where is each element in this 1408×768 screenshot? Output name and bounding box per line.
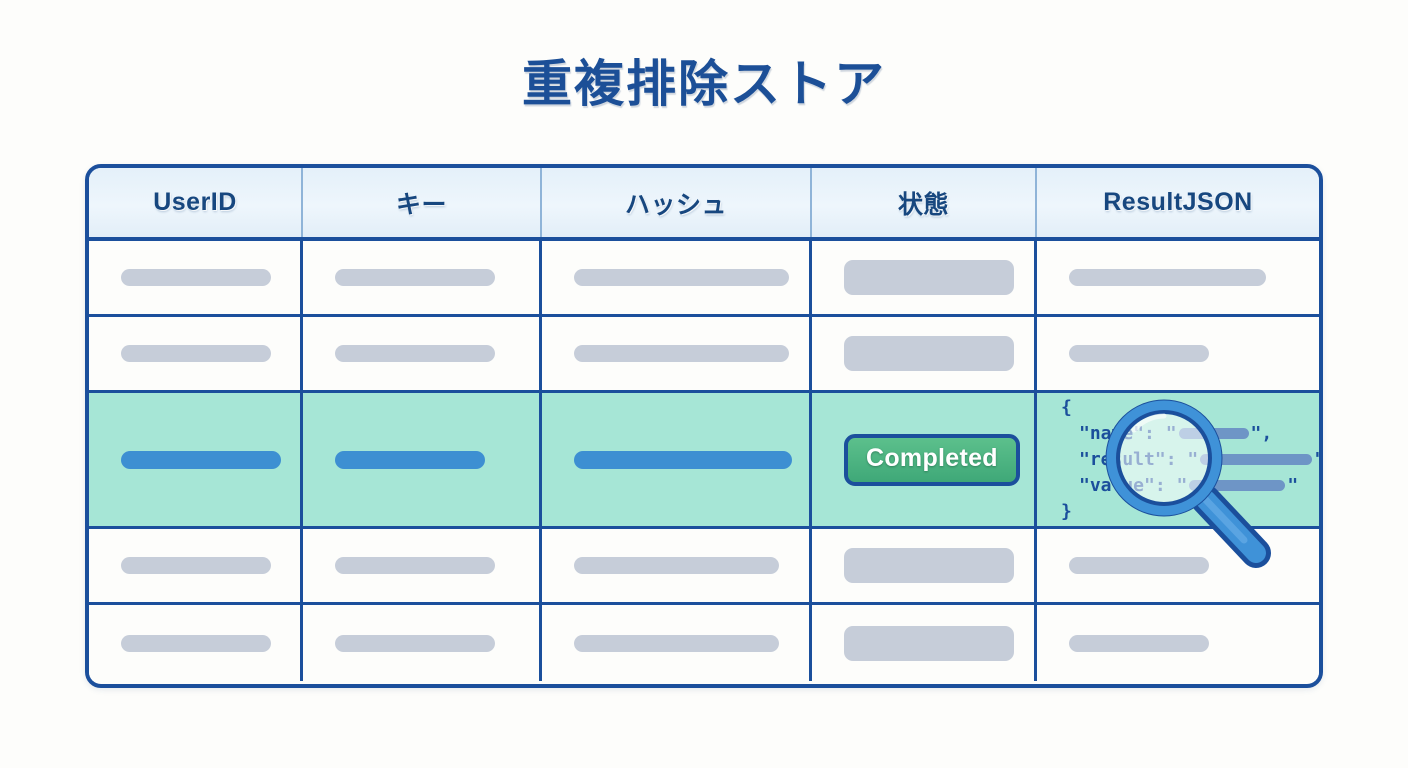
column-header-label: UserID bbox=[153, 188, 237, 216]
json-key-name: "name": " bbox=[1079, 422, 1177, 444]
placeholder-bar bbox=[121, 269, 271, 286]
cell-status bbox=[812, 241, 1037, 314]
json-line-name: "name": " ", bbox=[1061, 421, 1319, 447]
placeholder-bar bbox=[1069, 345, 1209, 362]
cell-result-json bbox=[1037, 529, 1319, 602]
placeholder-bar bbox=[1069, 557, 1209, 574]
json-key-result: "result": " bbox=[1079, 448, 1199, 470]
column-header-user-id[interactable]: UserID bbox=[89, 168, 303, 237]
active-bar bbox=[574, 450, 792, 469]
cell-result-json bbox=[1037, 317, 1319, 390]
column-header-label: キー bbox=[395, 190, 447, 219]
json-line-suffix: " bbox=[1287, 474, 1299, 496]
cell-result-json bbox=[1037, 241, 1319, 314]
table-row[interactable] bbox=[89, 241, 1319, 317]
placeholder-bar bbox=[335, 634, 495, 652]
placeholder-bar bbox=[121, 557, 271, 574]
placeholder-bar bbox=[574, 269, 789, 286]
page-title: 重複排除ストア bbox=[522, 56, 886, 112]
placeholder-badge bbox=[844, 625, 1014, 661]
table-row[interactable] bbox=[89, 317, 1319, 393]
cell-key bbox=[303, 241, 542, 314]
table-row[interactable] bbox=[89, 605, 1319, 681]
placeholder-bar bbox=[1069, 269, 1266, 286]
json-preview: { "name": "", "result": "", "value": "" … bbox=[1061, 395, 1319, 525]
placeholder-bar bbox=[121, 345, 271, 362]
json-line-value: "value": " " bbox=[1061, 473, 1319, 499]
redacted-value bbox=[1189, 480, 1286, 491]
cell-hash bbox=[542, 241, 812, 314]
placeholder-badge bbox=[844, 548, 1014, 583]
column-header-result-json[interactable]: ResultJSON bbox=[1037, 168, 1319, 237]
cell-key bbox=[303, 529, 542, 602]
cell-user-id bbox=[89, 393, 303, 526]
cell-key bbox=[303, 605, 542, 681]
status-badge[interactable]: Completed bbox=[844, 433, 1020, 486]
cell-user-id bbox=[89, 317, 303, 390]
placeholder-badge bbox=[844, 336, 1014, 371]
active-bar bbox=[121, 450, 281, 469]
placeholder-bar bbox=[1069, 634, 1209, 652]
cell-hash bbox=[542, 529, 812, 602]
column-header-key[interactable]: キー bbox=[303, 168, 542, 237]
json-line-close: } bbox=[1061, 500, 1072, 522]
json-line-suffix: ", bbox=[1250, 422, 1273, 444]
json-key-value: "value": " bbox=[1079, 474, 1188, 496]
placeholder-bar bbox=[335, 557, 495, 574]
cell-status bbox=[812, 605, 1037, 681]
json-line-open: { bbox=[1061, 396, 1072, 418]
redacted-value bbox=[1200, 454, 1313, 465]
cell-status: Completed bbox=[812, 393, 1037, 526]
cell-result-json: { "name": "", "result": "", "value": "" … bbox=[1037, 393, 1319, 526]
cell-user-id bbox=[89, 605, 303, 681]
cell-hash bbox=[542, 317, 812, 390]
placeholder-bar bbox=[121, 634, 271, 652]
active-bar bbox=[335, 450, 485, 469]
column-header-hash[interactable]: ハッシュ bbox=[542, 168, 812, 237]
cell-user-id bbox=[89, 241, 303, 314]
placeholder-badge bbox=[844, 260, 1014, 295]
placeholder-bar bbox=[574, 634, 779, 652]
table-header-row: UserID キー ハッシュ 状態 ResultJSON bbox=[89, 168, 1319, 241]
placeholder-bar bbox=[335, 269, 495, 286]
json-line-result: "result": " ", bbox=[1061, 447, 1319, 473]
cell-hash bbox=[542, 393, 812, 526]
placeholder-bar bbox=[335, 345, 495, 362]
dedupe-store-table: UserID キー ハッシュ 状態 ResultJSON bbox=[85, 164, 1323, 688]
json-line-suffix: ", bbox=[1314, 449, 1319, 470]
column-header-status[interactable]: 状態 bbox=[812, 168, 1037, 237]
cell-user-id bbox=[89, 529, 303, 602]
cell-key bbox=[303, 317, 542, 390]
column-header-label: 状態 bbox=[897, 190, 949, 219]
cell-status bbox=[812, 317, 1037, 390]
placeholder-bar bbox=[574, 557, 779, 574]
table-row[interactable] bbox=[89, 529, 1319, 605]
placeholder-bar bbox=[574, 345, 789, 362]
cell-result-json bbox=[1037, 605, 1319, 681]
cell-key bbox=[303, 393, 542, 526]
redacted-value bbox=[1178, 428, 1249, 439]
cell-status bbox=[812, 529, 1037, 602]
column-header-label: ResultJSON bbox=[1103, 188, 1253, 216]
cell-hash bbox=[542, 605, 812, 681]
table-row-highlighted[interactable]: Completed { "name": " ", "result": " ", "v… bbox=[89, 393, 1319, 529]
column-header-label: ハッシュ bbox=[624, 190, 727, 219]
